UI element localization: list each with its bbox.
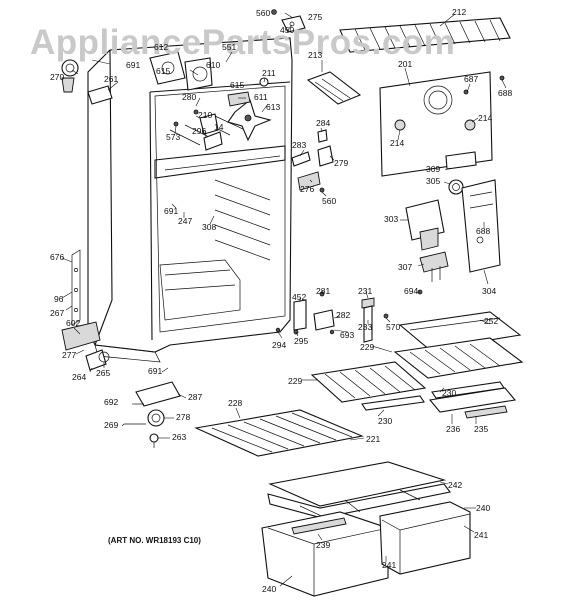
part-label: 692 bbox=[104, 397, 118, 407]
part-label: 295 bbox=[294, 336, 308, 346]
watermark-text: AppliancePartsPros.com bbox=[30, 23, 455, 62]
part-label: 240 bbox=[262, 584, 276, 594]
shelves bbox=[194, 311, 524, 457]
top-parts bbox=[61, 9, 511, 177]
part-label: 691 bbox=[126, 60, 140, 70]
part-label: 247 bbox=[178, 216, 192, 226]
part-label: 282 bbox=[336, 310, 350, 320]
part-label: 265 bbox=[96, 368, 110, 378]
part-label: 261 bbox=[104, 74, 118, 84]
bottom-left-parts bbox=[61, 321, 181, 448]
part-label: 231 bbox=[358, 286, 372, 296]
part-label: 214 bbox=[390, 138, 404, 148]
part-label: 212 bbox=[452, 7, 466, 17]
part-label: 283 bbox=[292, 140, 306, 150]
part-label: 610 bbox=[206, 60, 220, 70]
cabinet bbox=[71, 37, 293, 363]
part-label: 239 bbox=[316, 540, 330, 550]
leader-lines bbox=[61, 12, 507, 587]
part-label: 688 bbox=[476, 226, 490, 236]
part-label: 233 bbox=[358, 322, 372, 332]
part-label: 242 bbox=[448, 480, 462, 490]
part-label: 14 bbox=[214, 122, 224, 132]
part-label: 278 bbox=[176, 412, 190, 422]
part-label: 252 bbox=[484, 316, 498, 326]
part-label: 694 bbox=[404, 286, 418, 296]
part-label: 309 bbox=[426, 164, 440, 174]
part-label: 269 bbox=[104, 420, 118, 430]
part-label: 304 bbox=[482, 286, 496, 296]
part-label: 275 bbox=[308, 12, 322, 22]
part-label: 229 bbox=[288, 376, 302, 386]
crisper-assembly bbox=[261, 461, 471, 597]
part-label: 214 bbox=[478, 113, 492, 123]
part-label: 270 bbox=[50, 72, 64, 82]
part-label: 284 bbox=[316, 118, 330, 128]
part-label: 201 bbox=[398, 59, 412, 69]
part-label: 228 bbox=[228, 398, 242, 408]
part-label: 687 bbox=[464, 74, 478, 84]
part-label: 611 bbox=[254, 92, 268, 102]
part-label: 211 bbox=[262, 68, 276, 78]
part-label: 241 bbox=[474, 530, 488, 540]
part-label: 691 bbox=[148, 366, 162, 376]
part-label: 281 bbox=[316, 286, 330, 296]
part-label: 263 bbox=[172, 432, 186, 442]
part-label: 241 bbox=[382, 560, 396, 570]
part-label: 279 bbox=[334, 158, 348, 168]
part-label: 693 bbox=[340, 330, 354, 340]
part-label: 230 bbox=[378, 416, 392, 426]
part-label: 676 bbox=[50, 252, 64, 262]
part-label: 277 bbox=[62, 350, 76, 360]
part-labels: 560 275 212 450 612 551 691 615 610 270 … bbox=[50, 7, 512, 594]
part-label: 612 bbox=[154, 42, 168, 52]
part-label: 615 bbox=[230, 80, 244, 90]
part-label: 615 bbox=[156, 66, 170, 76]
right-small-parts bbox=[291, 129, 501, 282]
part-label: 276 bbox=[300, 184, 314, 194]
part-label: 264 bbox=[72, 372, 86, 382]
part-label: 96 bbox=[54, 294, 64, 304]
part-label: 305 bbox=[426, 176, 440, 186]
part-label: 450 bbox=[280, 25, 294, 35]
part-label: 691 bbox=[164, 206, 178, 216]
part-label: 296 bbox=[192, 126, 206, 136]
part-label: 213 bbox=[308, 50, 322, 60]
part-label: 267 bbox=[50, 308, 64, 318]
part-label: 560 bbox=[322, 196, 336, 206]
part-label: 551 bbox=[222, 42, 236, 52]
part-label: 307 bbox=[398, 262, 412, 272]
part-label: 240 bbox=[476, 503, 490, 513]
part-label: 280 bbox=[182, 92, 196, 102]
part-label: 235 bbox=[474, 424, 488, 434]
part-label: 560 bbox=[256, 8, 270, 18]
part-label: 452 bbox=[292, 292, 306, 302]
part-label: 294 bbox=[272, 340, 286, 350]
art-number: (ART NO. WR18193 C10) bbox=[108, 536, 201, 545]
part-label: 602 bbox=[66, 318, 80, 328]
part-label: 287 bbox=[188, 392, 202, 402]
part-label: 308 bbox=[202, 222, 216, 232]
part-label: 573 bbox=[166, 132, 180, 142]
part-label: 221 bbox=[366, 434, 380, 444]
part-label: 303 bbox=[384, 214, 398, 224]
part-label: 236 bbox=[446, 424, 460, 434]
part-label: 570 bbox=[386, 322, 400, 332]
part-label: 229 bbox=[360, 342, 374, 352]
part-label: 688 bbox=[498, 88, 512, 98]
part-label: 613 bbox=[266, 102, 280, 112]
part-label: 230 bbox=[442, 388, 456, 398]
part-label: 210 bbox=[198, 110, 212, 120]
